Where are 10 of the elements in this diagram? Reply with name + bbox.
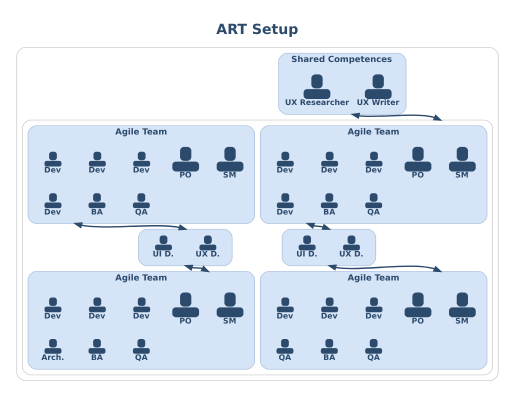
arrow xyxy=(73,222,188,230)
cluster xyxy=(22,120,493,376)
arrow xyxy=(184,264,210,272)
arrow xyxy=(305,222,332,230)
cluster xyxy=(138,228,232,266)
arrow xyxy=(350,112,442,121)
diagram-title: ART Setup xyxy=(216,22,298,38)
arrow xyxy=(327,264,442,272)
cluster xyxy=(16,47,499,381)
cluster xyxy=(282,228,376,266)
